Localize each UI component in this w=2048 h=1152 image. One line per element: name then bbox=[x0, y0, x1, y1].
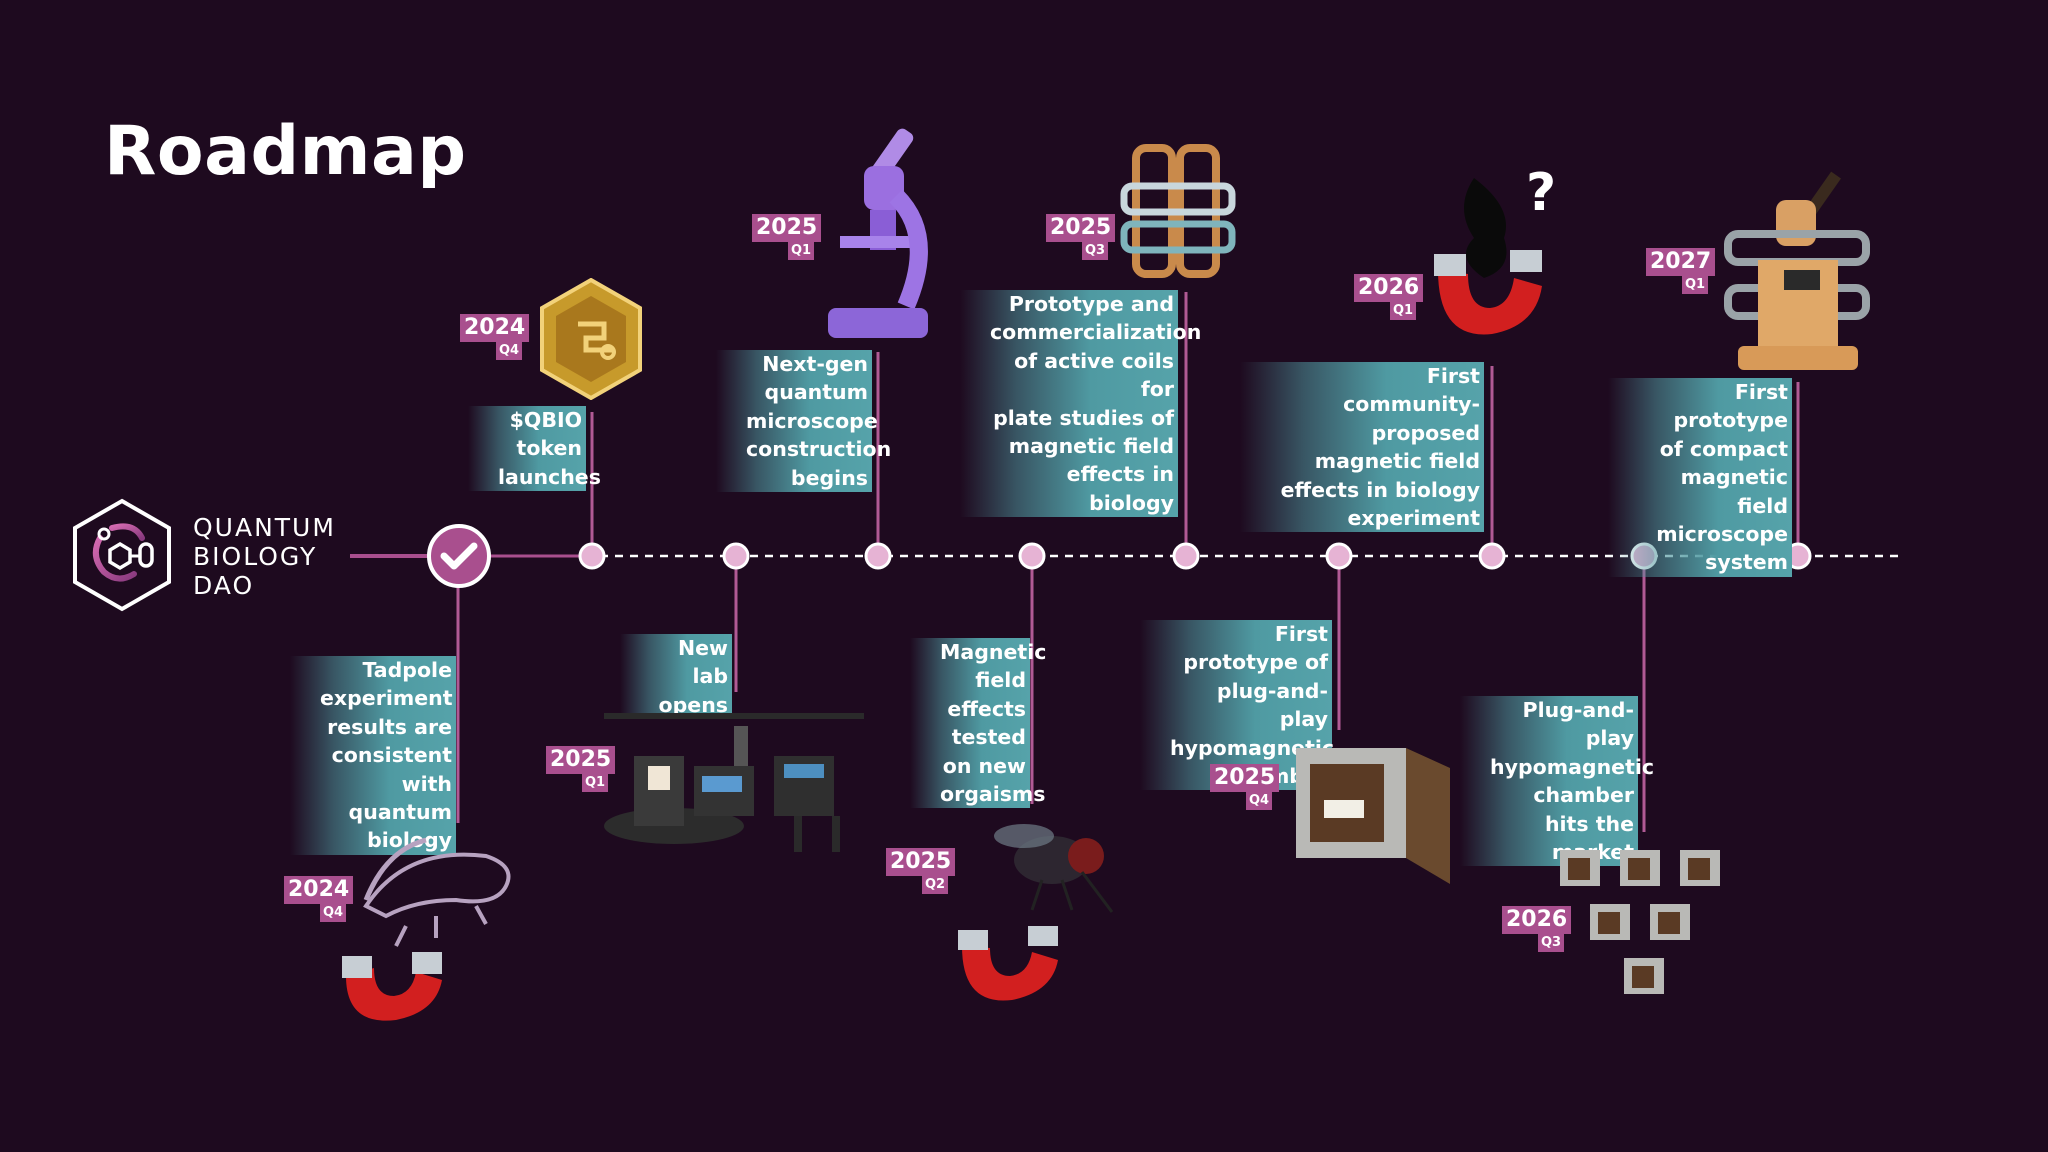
microscope-icon bbox=[828, 128, 928, 338]
quantum-biology-dao-logo bbox=[73, 498, 171, 612]
coils-icon bbox=[1120, 144, 1236, 278]
mystery-magnet-icon: ? bbox=[1434, 163, 1556, 335]
milestone-text: First community-proposed magnetic field … bbox=[1240, 362, 1484, 533]
milestone-text: New lab opens bbox=[620, 634, 732, 720]
milestone-year: 2025 bbox=[886, 848, 956, 876]
milestone-text: Tadpole experiment results are consisten… bbox=[290, 656, 456, 855]
chamber-box-icon bbox=[1296, 748, 1450, 884]
milestone-quarter: Q4 bbox=[1246, 792, 1272, 810]
milestone-year: 2025 bbox=[752, 214, 822, 242]
milestone-date: 2025 Q1 bbox=[752, 214, 822, 260]
timeline-node bbox=[722, 542, 750, 570]
milestone-date: 2027 Q1 bbox=[1646, 248, 1716, 294]
brand-line-1: QUANTUM bbox=[193, 513, 336, 542]
milestone-year: 2024 bbox=[284, 876, 354, 904]
milestone-date: 2025 Q2 bbox=[886, 848, 956, 894]
question-mark-icon: ? bbox=[1526, 163, 1556, 223]
milestone-quarter: Q2 bbox=[922, 876, 948, 894]
brand-line-2: BIOLOGY bbox=[193, 542, 318, 571]
milestone-date: 2025 Q3 bbox=[1046, 214, 1116, 260]
milestone-quarter: Q3 bbox=[1082, 242, 1108, 260]
milestone-year: 2025 bbox=[546, 746, 616, 774]
milestone-date: 2025 Q4 bbox=[1210, 764, 1280, 810]
milestone-text: Magnetic field effects tested on new org… bbox=[910, 638, 1046, 809]
fly-magnet-icon bbox=[958, 824, 1114, 1001]
milestone-date: 2024 Q4 bbox=[284, 876, 354, 922]
milestone-year: 2026 bbox=[1354, 274, 1424, 302]
milestone-quarter: Q1 bbox=[1682, 276, 1708, 294]
chambers-grid-icon bbox=[1560, 850, 1720, 994]
milestone-year: 2025 bbox=[1046, 214, 1116, 242]
compact-microscope-icon bbox=[1724, 171, 1870, 370]
lab-equipment-icon bbox=[604, 713, 864, 852]
timeline-node bbox=[1018, 542, 1046, 570]
milestone-date: 2024 Q4 bbox=[460, 314, 530, 360]
brand-name: QUANTUM BIOLOGY DAO bbox=[193, 513, 336, 600]
completed-node bbox=[427, 524, 491, 588]
brand-line-3: DAO bbox=[193, 571, 255, 600]
milestone-quarter: Q4 bbox=[320, 904, 346, 922]
milestone-year: 2024 bbox=[460, 314, 530, 342]
milestone-date: 2026 Q3 bbox=[1502, 906, 1572, 952]
milestone-quarter: Q1 bbox=[788, 242, 814, 260]
milestone-year: 2025 bbox=[1210, 764, 1280, 792]
milestone-quarter: Q1 bbox=[582, 774, 608, 792]
milestone-date: 2026 Q1 bbox=[1354, 274, 1424, 320]
milestone-text: Prototype and commercialization of activ… bbox=[960, 290, 1201, 518]
milestone-quarter: Q1 bbox=[1390, 302, 1416, 320]
token-coin-icon bbox=[540, 278, 642, 400]
check-icon bbox=[440, 542, 478, 570]
milestone-quarter: Q4 bbox=[496, 342, 522, 360]
timeline-node bbox=[1172, 542, 1200, 570]
milestone-text: Plug-and-play hypomagnetic chamber hits … bbox=[1460, 696, 1654, 867]
milestone-text: Next-gen quantum microscope construction… bbox=[716, 350, 891, 493]
tadpole-magnet-icon bbox=[342, 837, 511, 1021]
timeline-node bbox=[1478, 542, 1506, 570]
page-title: Roadmap bbox=[104, 112, 467, 191]
milestone-text: $QBIO token launches bbox=[468, 406, 601, 492]
timeline-node bbox=[1325, 542, 1353, 570]
milestone-year: 2027 bbox=[1646, 248, 1716, 276]
milestone-quarter: Q3 bbox=[1538, 934, 1564, 952]
milestone-year: 2026 bbox=[1502, 906, 1572, 934]
milestone-date: 2025 Q1 bbox=[546, 746, 616, 792]
timeline-node bbox=[864, 542, 892, 570]
timeline-node bbox=[578, 542, 606, 570]
milestone-text: First prototype of compact magnetic fiel… bbox=[1608, 378, 1792, 577]
